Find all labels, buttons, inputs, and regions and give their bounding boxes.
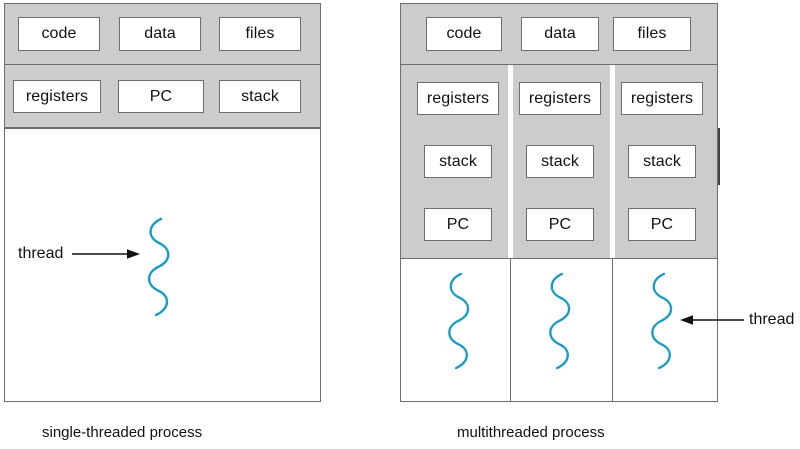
- shared-resources-band: code data files: [5, 4, 320, 65]
- cell-pc: PC: [628, 208, 696, 241]
- thread-resources-band: registers PC stack: [5, 65, 320, 128]
- cell-registers: registers: [621, 82, 703, 115]
- thread-area: [5, 128, 320, 401]
- cell-pc: PC: [118, 80, 204, 113]
- caption-single-threaded: single-threaded process: [42, 424, 203, 441]
- cell-data: data: [521, 17, 599, 51]
- cell-stack: stack: [526, 145, 594, 178]
- single-threaded-process-panel: code data files registers PC stack: [4, 3, 321, 402]
- shared-resources-band: code data files: [401, 4, 717, 65]
- cell-code: code: [18, 17, 100, 51]
- cell-pc: PC: [526, 208, 594, 241]
- multithreaded-process-panel: code data files registers stack PC regis…: [400, 3, 718, 402]
- cell-registers: registers: [519, 82, 601, 115]
- cell-files: files: [219, 17, 301, 51]
- thread-squiggle: [549, 272, 571, 370]
- thread-area: [401, 258, 717, 401]
- thread-squiggle: [448, 272, 470, 370]
- thread-squiggle: [147, 217, 170, 317]
- cell-stack: stack: [219, 80, 301, 113]
- column-divider-2: [610, 65, 615, 258]
- thread-callout-right: [680, 315, 744, 325]
- thread-squiggle: [651, 272, 673, 370]
- cell-files: files: [613, 17, 691, 51]
- cell-code: code: [426, 17, 502, 51]
- cell-registers: registers: [13, 80, 101, 113]
- cell-stack: stack: [628, 145, 696, 178]
- thread-column-rule-2: [612, 259, 613, 401]
- cell-data: data: [119, 17, 201, 51]
- thread-label-left: thread: [18, 245, 64, 262]
- thread-label-right: thread: [749, 311, 795, 328]
- thread-callout-left: [72, 249, 140, 259]
- cell-pc: PC: [424, 208, 492, 241]
- cell-stack: stack: [424, 145, 492, 178]
- thread-resources-band: registers stack PC registers stack PC re…: [401, 65, 717, 258]
- scan-artifact-line: [718, 128, 720, 185]
- column-divider-1: [508, 65, 513, 258]
- thread-column-rule-1: [510, 259, 511, 401]
- cell-registers: registers: [417, 82, 499, 115]
- caption-multithreaded: multithreaded process: [457, 424, 605, 441]
